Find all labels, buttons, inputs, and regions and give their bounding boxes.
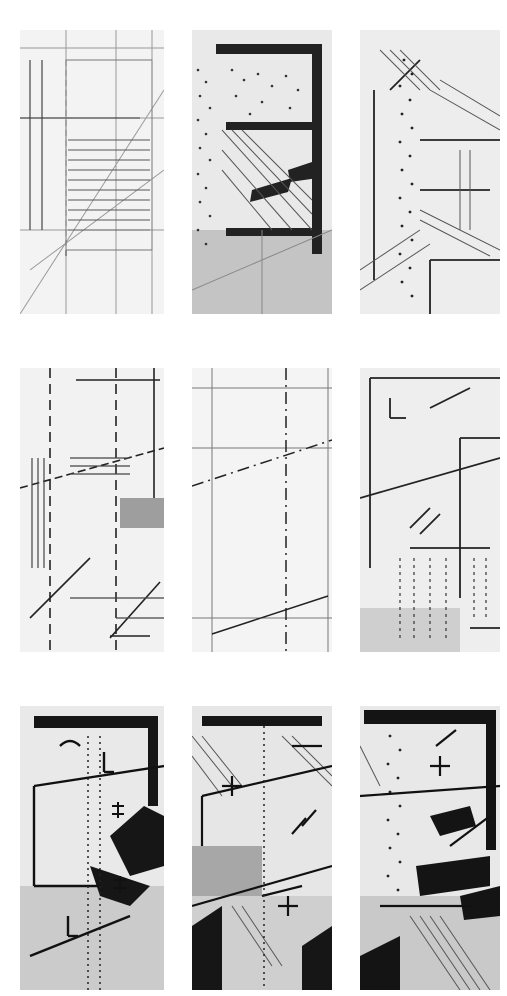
sketch-panel-r2c3 [360,368,500,652]
sketch-panel-r3c2 [192,706,332,990]
sketch-drawing [192,368,332,652]
sketch-panel-r2c2 [192,368,332,652]
sketch-drawing [20,706,164,990]
sketch-drawing [192,30,332,314]
sketch-panel-r1c1 [20,30,164,314]
sketch-drawing [360,706,500,990]
sketch-panel-r1c2 [192,30,332,314]
sketch-drawing [20,368,164,652]
sketch-drawing [192,706,332,990]
sketch-drawing [360,368,500,652]
sketch-panel-r2c1 [20,368,164,652]
sketch-panel-r3c3 [360,706,500,990]
sketch-drawing [20,30,164,314]
sketch-panel-r1c3 [360,30,500,314]
sketch-drawing [360,30,500,314]
sketch-panel-r3c1 [20,706,164,990]
